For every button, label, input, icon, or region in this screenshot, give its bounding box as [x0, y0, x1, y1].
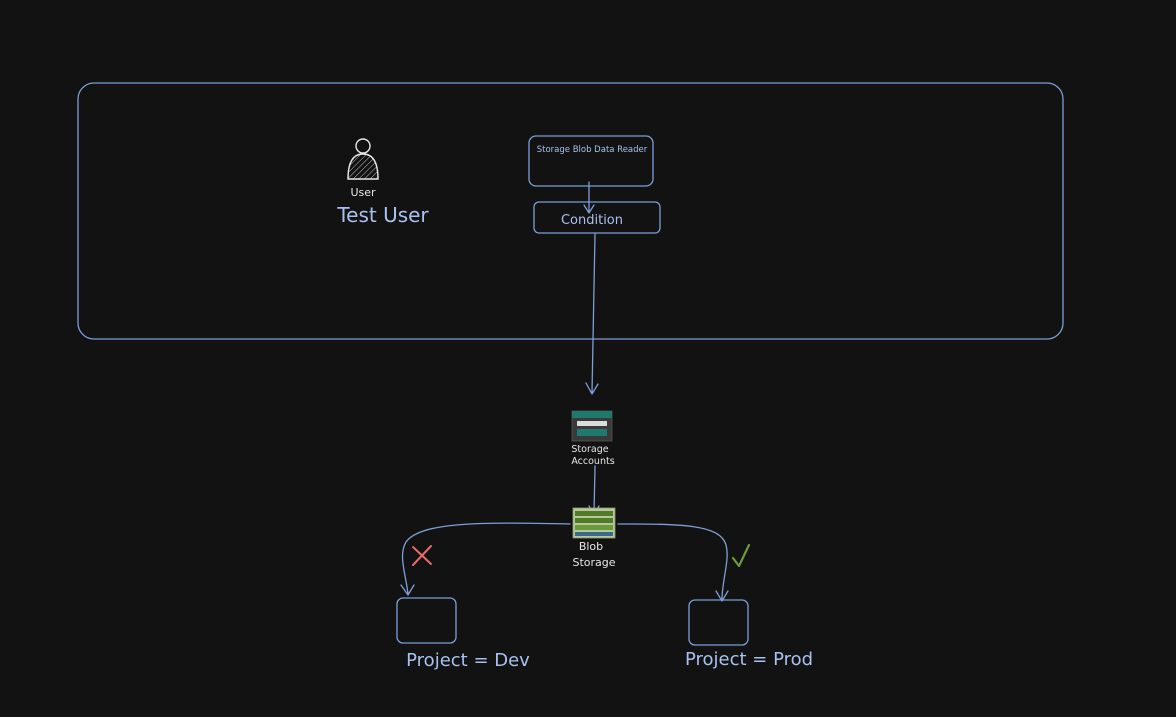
- storage-accounts-label-1: Storage: [571, 444, 608, 455]
- user-name: Test User: [336, 203, 429, 227]
- blob-to-prod-arrow: [617, 523, 729, 602]
- user-icon-label: User: [350, 186, 376, 199]
- prod-target-box[interactable]: [688, 599, 749, 646]
- condition-box[interactable]: [533, 201, 661, 234]
- blob-storage-label-2: Storage: [572, 556, 615, 569]
- dev-target-label: Project = Dev: [406, 650, 530, 671]
- blob-to-dev-arrow: [400, 522, 571, 596]
- prod-target-label: Project = Prod: [685, 649, 813, 670]
- scope-container[interactable]: [77, 82, 1064, 340]
- storage-to-blob-arrow: [588, 465, 600, 515]
- blob-storage-icon[interactable]: [572, 507, 616, 539]
- user-icon[interactable]: [347, 138, 379, 180]
- role-box[interactable]: [528, 135, 654, 187]
- allow-check-icon: [731, 543, 751, 568]
- dev-target-box[interactable]: [396, 597, 457, 644]
- role-label: Storage Blob Data Reader: [537, 145, 648, 155]
- condition-to-storage-arrow: [585, 233, 599, 395]
- condition-label: Condition: [561, 213, 623, 228]
- storage-accounts-icon[interactable]: [571, 410, 613, 442]
- storage-accounts-label-2: Accounts: [571, 456, 614, 467]
- deny-cross-icon: [412, 545, 432, 566]
- role-to-condition-arrow: [583, 181, 595, 214]
- blob-storage-label-1: Blob: [579, 540, 603, 553]
